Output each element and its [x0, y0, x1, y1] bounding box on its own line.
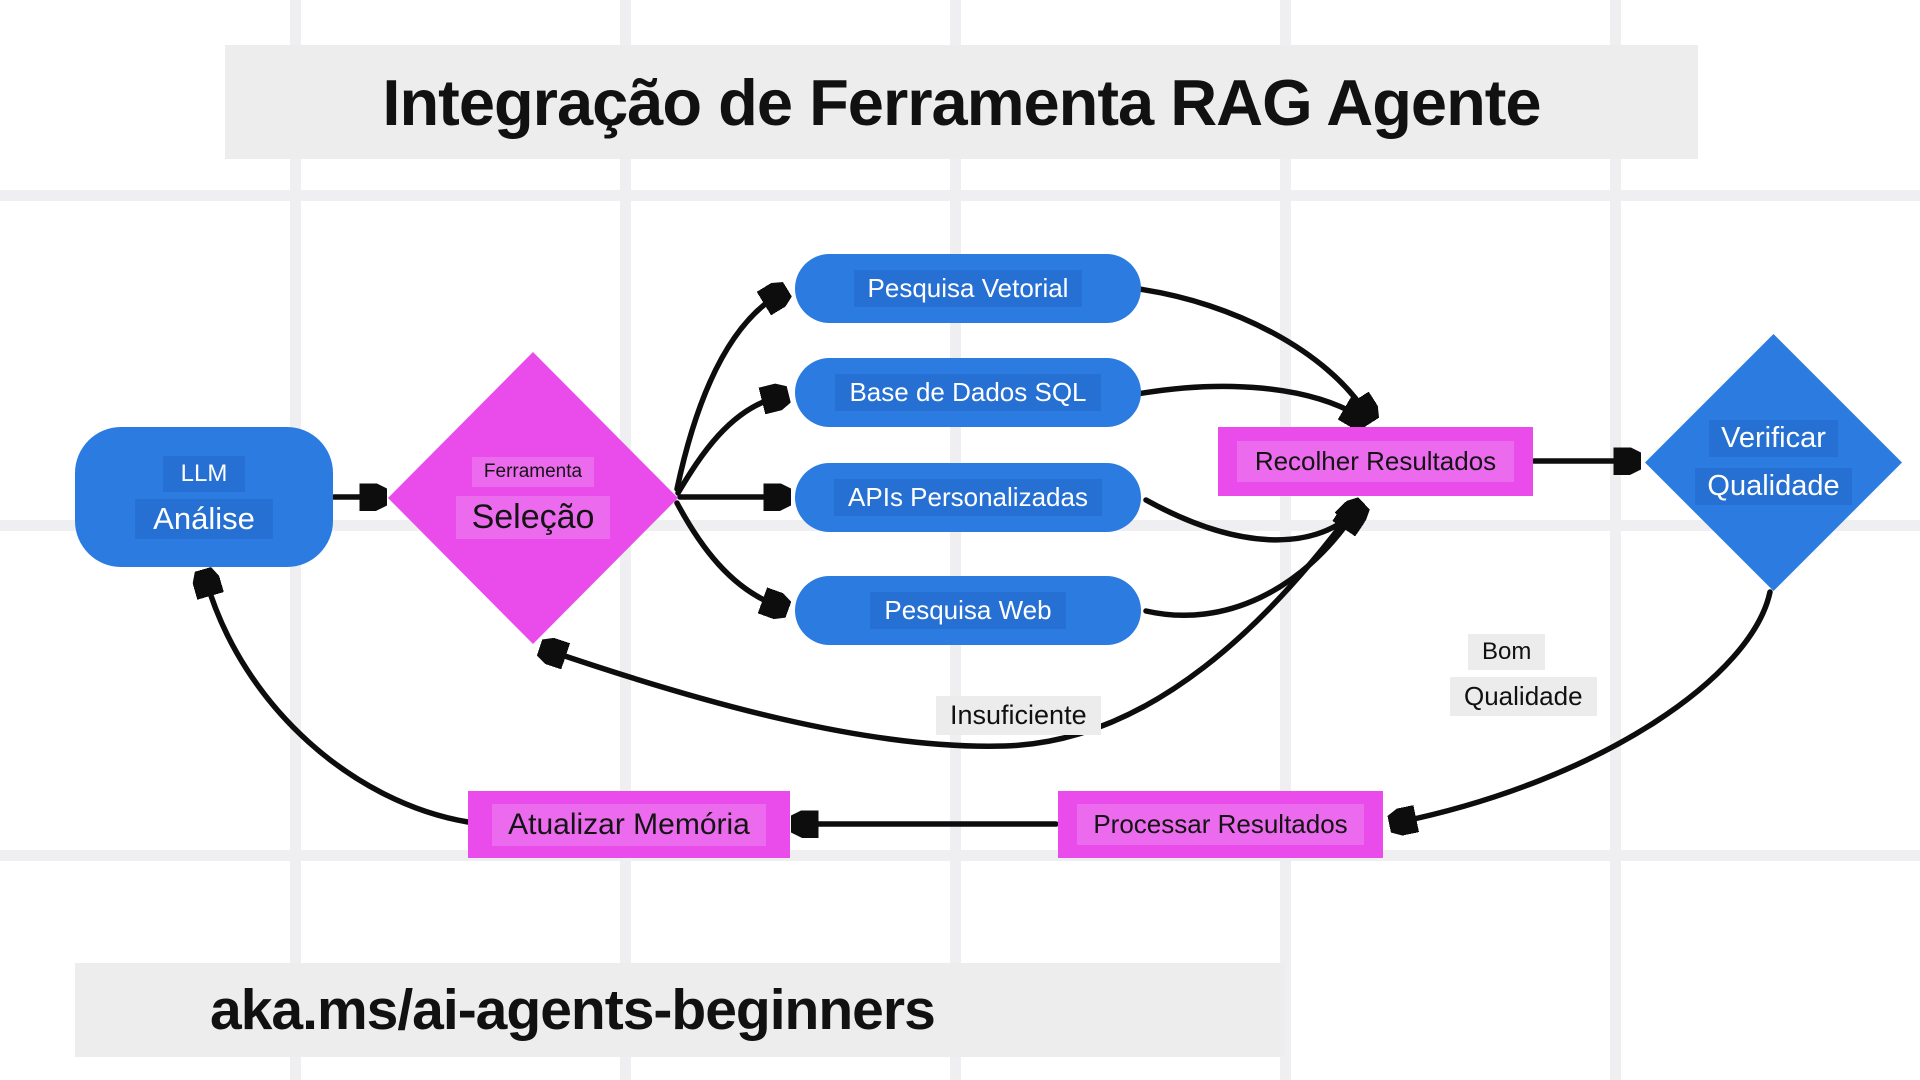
- node-web-search: Pesquisa Web: [795, 576, 1141, 645]
- node-collect-results: Recolher Resultados: [1218, 427, 1533, 496]
- edge-custom-apis-to-collect: [1143, 500, 1356, 543]
- node-vector-search: Pesquisa Vetorial: [795, 254, 1141, 323]
- node-update-memory: Atualizar Memória: [468, 791, 790, 858]
- footer-link-text: aka.ms/ai-agents-beginners: [210, 978, 936, 1042]
- edge-selection-to-web-search: [674, 500, 778, 606]
- node-update-memory-label: Atualizar Memória: [492, 803, 766, 846]
- node-llm-analysis: LLM Análise: [75, 427, 333, 567]
- edge-label-good-quality-line2: Qualidade: [1450, 677, 1597, 716]
- footer-link: aka.ms/ai-agents-beginners: [75, 963, 1285, 1057]
- node-collect-results-label: Recolher Resultados: [1236, 441, 1515, 482]
- edge-web-search-to-collect: [1143, 515, 1353, 618]
- edge-insufficient-back-to-selection: [550, 500, 1361, 749]
- node-tool-selection-line1: Ferramenta: [471, 457, 595, 487]
- edge-sql-database-to-collect: [1134, 383, 1359, 416]
- page-title: Integração de Ferramenta RAG Agente: [225, 45, 1698, 159]
- page-title-text: Integração de Ferramenta RAG Agente: [382, 65, 1541, 139]
- node-llm-analysis-line1: LLM: [162, 455, 246, 492]
- edge-verify-to-process-good-quality: [1400, 589, 1773, 822]
- node-process-results-label: Processar Resultados: [1077, 804, 1364, 845]
- edge-label-insufficient: Insuficiente: [936, 696, 1101, 735]
- node-tool-selection-line2: Seleção: [455, 496, 611, 539]
- node-custom-apis-label: APIs Personalizadas: [834, 479, 1102, 516]
- node-sql-database: Base de Dados SQL: [795, 358, 1141, 427]
- node-process-results: Processar Resultados: [1058, 791, 1383, 858]
- node-verify-quality-line1: Verificar: [1709, 420, 1838, 457]
- node-llm-analysis-line2: Análise: [135, 498, 273, 539]
- node-verify-quality-line2: Qualidade: [1695, 468, 1852, 505]
- node-web-search-label: Pesquisa Web: [870, 592, 1066, 629]
- edge-selection-to-sql-database: [675, 397, 778, 496]
- node-custom-apis: APIs Personalizadas: [795, 463, 1141, 532]
- node-vector-search-label: Pesquisa Vetorial: [853, 270, 1083, 307]
- edge-update-memory-to-llm: [206, 580, 471, 825]
- edge-selection-to-vector-search: [674, 295, 778, 492]
- edge-label-good-quality-line1: Bom: [1468, 634, 1546, 670]
- edge-vector-search-to-collect: [1136, 286, 1366, 413]
- node-sql-database-label: Base de Dados SQL: [835, 374, 1101, 411]
